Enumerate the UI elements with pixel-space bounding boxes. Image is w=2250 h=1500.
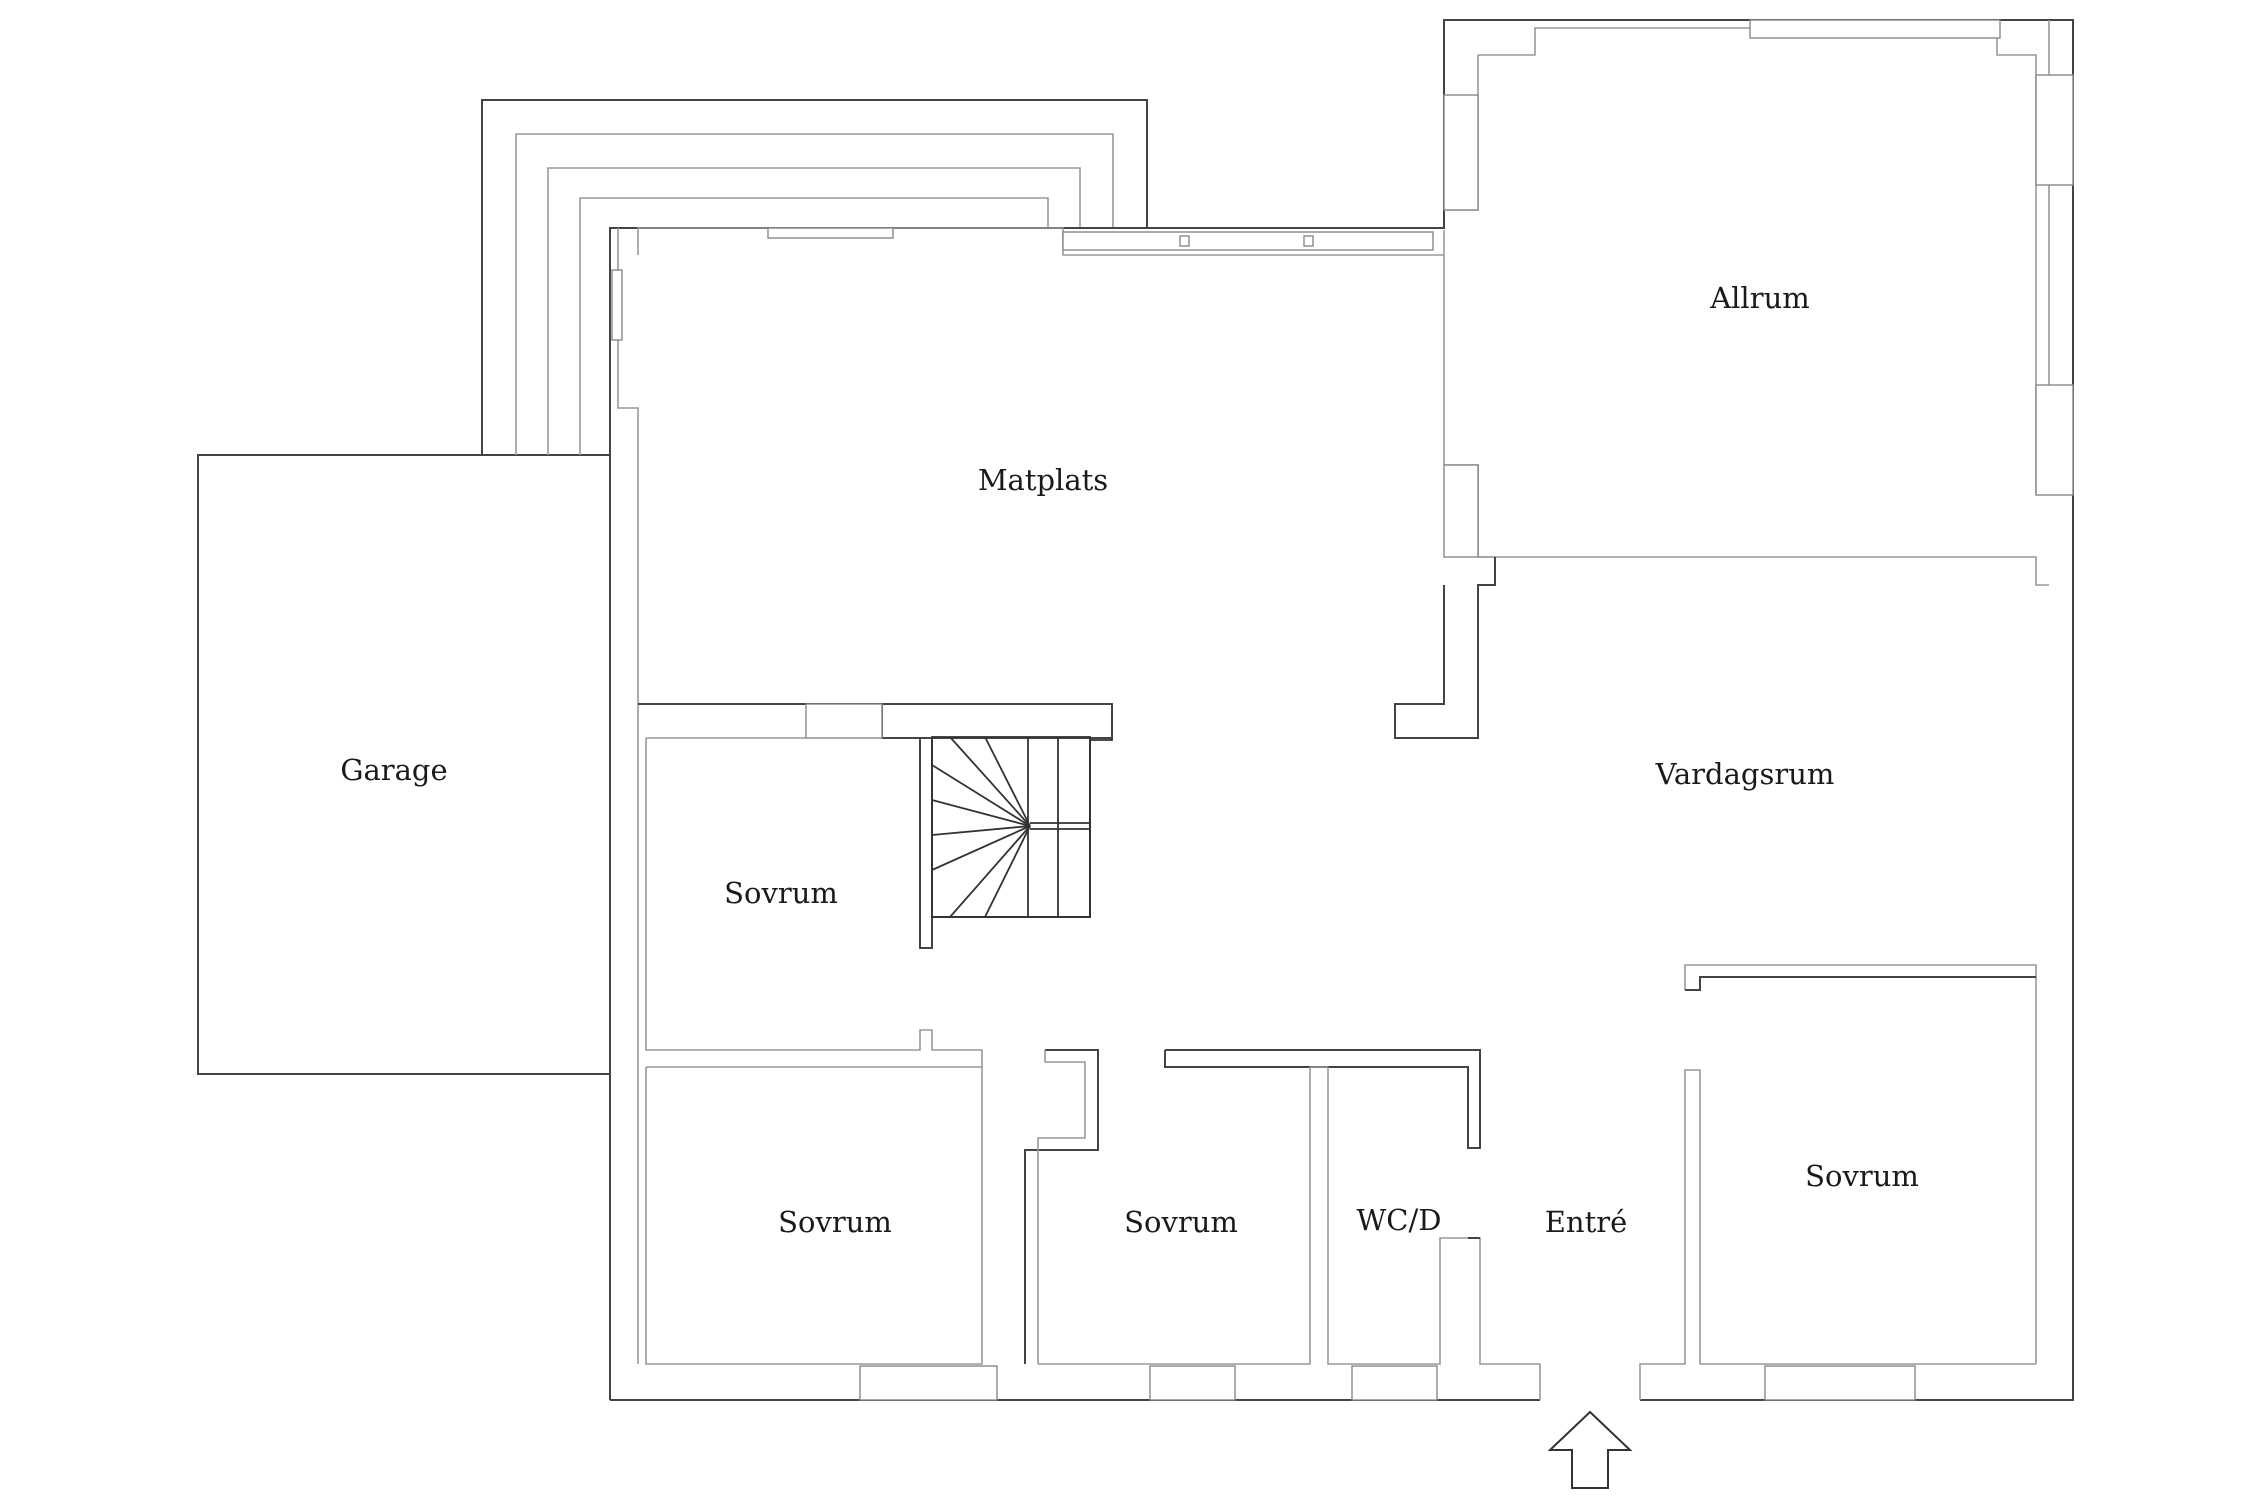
label-matplats: Matplats <box>978 463 1108 497</box>
window-sovrum-ll <box>859 1365 998 1401</box>
label-sovrum-lower-mid: Sovrum <box>1124 1205 1238 1239</box>
label-entre: Entré <box>1545 1205 1628 1239</box>
window-sovrum-right <box>1764 1365 1916 1401</box>
window-matplats-2 <box>1062 231 1434 251</box>
terrace-steps <box>481 99 1148 455</box>
label-wc-d: WC/D <box>1356 1203 1441 1237</box>
room-labels: Garage Matplats Allrum Vardagsrum Sovrum… <box>340 281 1919 1239</box>
interior-walls <box>638 255 2049 1400</box>
label-sovrum-upper: Sovrum <box>724 876 838 910</box>
window-allrum-right-2 <box>2035 384 2074 496</box>
label-sovrum-lower-left: Sovrum <box>778 1205 892 1239</box>
window-sovrum-lm <box>1149 1365 1236 1401</box>
windows <box>611 19 2074 1401</box>
window-matplats-left <box>611 269 623 341</box>
window-wc <box>1351 1365 1438 1401</box>
window-allrum-left <box>1443 94 1479 211</box>
label-garage: Garage <box>340 753 447 787</box>
window-allrum-right-1 <box>2035 74 2074 186</box>
label-sovrum-right: Sovrum <box>1805 1159 1919 1193</box>
label-vardagsrum: Vardagsrum <box>1655 757 1835 791</box>
staircase-icon <box>931 736 1091 918</box>
window-matplats-1 <box>767 227 894 239</box>
label-allrum: Allrum <box>1709 281 1810 315</box>
window-allrum-top <box>1749 19 2001 39</box>
entrance-arrow-icon <box>1547 1410 1633 1489</box>
